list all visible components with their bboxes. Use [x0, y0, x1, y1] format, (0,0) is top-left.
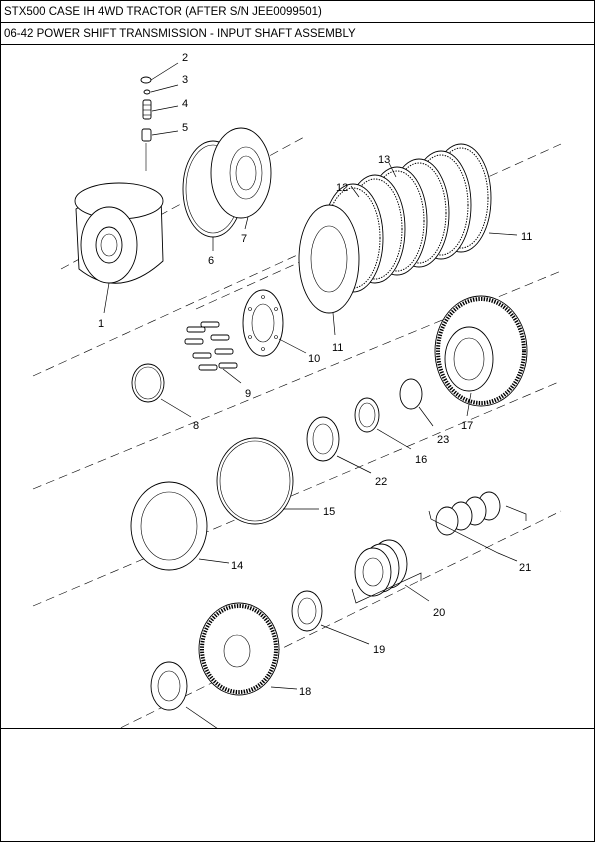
callout-label: 18: [299, 686, 311, 698]
exploded-view-drawing: 2 3 4 5 1 6 7 13 12 11 11 10 9 8 17 23 1…: [32, 52, 562, 729]
section-title: 06-42 POWER SHIFT TRANSMISSION - INPUT S…: [1, 23, 594, 45]
clutch-disc-pack: [298, 143, 492, 314]
callout-label: 15: [323, 506, 335, 518]
callout-label: 2: [182, 52, 188, 64]
large-ring-and-washer: [130, 437, 294, 571]
callout-label: 21: [519, 562, 531, 574]
callout-label: 20: [433, 607, 445, 619]
callout-label: 17: [461, 420, 473, 432]
leader-lines: [103, 62, 527, 729]
model-title: STX500 CASE IH 4WD TRACTOR (AFTER S/N JE…: [1, 1, 594, 23]
clutch-housing: [74, 182, 164, 284]
callout-label: 3: [182, 74, 188, 86]
large-gear: [434, 295, 528, 407]
callout-label: 19: [373, 644, 385, 656]
seal-rings-and-spring-pack: [354, 491, 501, 597]
callout-label: 4: [182, 98, 188, 110]
callout-label: 22: [375, 476, 387, 488]
spring-set: [184, 321, 238, 371]
callout-label: 10: [308, 353, 320, 365]
callout-label: 11: [521, 231, 532, 243]
callout-label: 1: [98, 318, 104, 330]
callout-label: 11: [332, 342, 343, 354]
snap-ring: [131, 363, 165, 403]
gear-and-bearings: [150, 590, 323, 711]
callout-label: 6: [208, 255, 214, 267]
callout-label: 7: [241, 233, 247, 245]
callout-label: 8: [193, 420, 199, 432]
small-parts-stack: [140, 76, 152, 171]
retainer-plate: [242, 289, 284, 357]
rings-and-bearing: [306, 378, 423, 462]
callout-label: 12: [336, 182, 348, 194]
callout-label: 23: [437, 434, 449, 446]
callout-label: 5: [182, 122, 188, 134]
o-ring-and-piston: [182, 127, 272, 238]
callout-label: 13: [378, 154, 390, 166]
callout-numbers: 2 3 4 5 1 6 7 13 12 11 11 10 9 8 17 23 1…: [98, 52, 532, 698]
callout-label: 9: [245, 388, 251, 400]
callout-label: 16: [415, 454, 427, 466]
callout-label: 14: [231, 560, 243, 572]
footer-area: [1, 728, 594, 842]
